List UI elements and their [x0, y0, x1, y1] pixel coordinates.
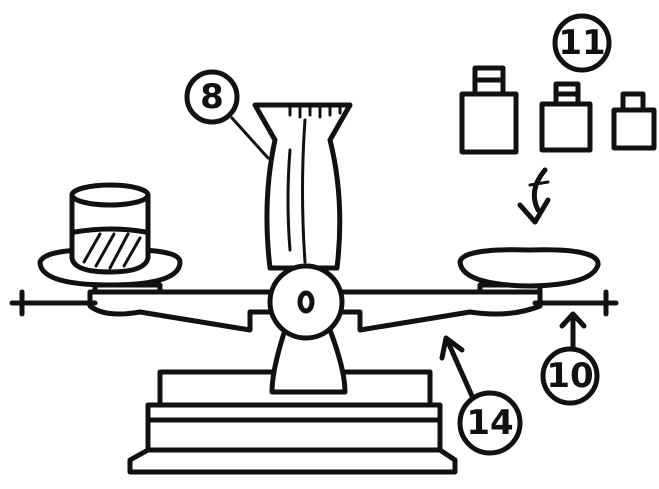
callout-8: 8	[187, 72, 268, 158]
weight-large	[462, 68, 516, 152]
weights-to-pan-arrow	[520, 170, 548, 222]
central-pointer-column	[255, 105, 350, 268]
callout-10-label: 10	[546, 356, 593, 396]
weight-small	[614, 94, 654, 148]
callout-14-label: 14	[466, 403, 513, 443]
callout-11-label: 11	[558, 23, 605, 63]
beaker	[72, 185, 148, 272]
right-pan	[460, 250, 598, 292]
callout-10: 10	[543, 314, 597, 403]
pivot-hub	[270, 266, 342, 338]
weight-medium	[542, 84, 590, 150]
callout-11: 11	[555, 16, 609, 70]
callout-14: 14	[442, 338, 520, 453]
callout-8-label: 8	[200, 77, 224, 117]
